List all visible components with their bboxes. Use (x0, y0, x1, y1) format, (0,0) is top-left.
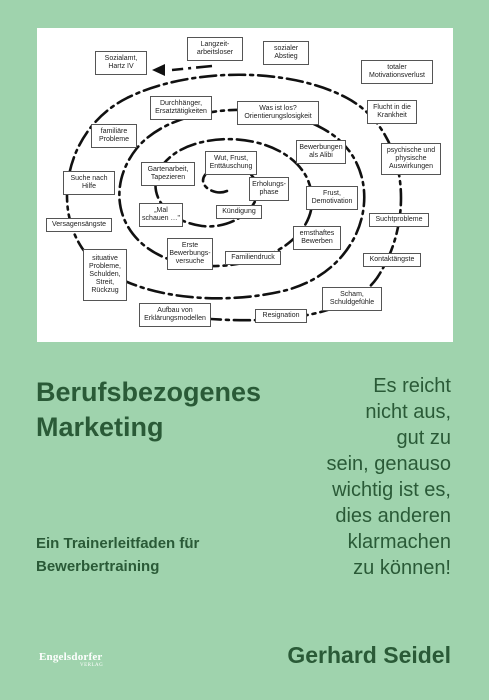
box-aufbau: Aufbau von Erklärungsmodellen (139, 303, 211, 327)
box-frust: Frust, Demotivation (306, 186, 358, 210)
box-resignation: Resignation (255, 309, 307, 323)
box-familiaere: familiäre Probleme (91, 124, 137, 148)
box-mal-schauen: „Mal schauen …" (139, 203, 183, 227)
box-langzeit: Langzeit- arbeitsloser (187, 37, 243, 61)
spiral-diagram: Sozialamt, Hartz IV Langzeit- arbeitslos… (37, 28, 453, 342)
publisher-logo-sub: VERLAG (80, 663, 104, 668)
box-psychische: psychische und physische Auswirkungen (381, 143, 441, 175)
box-suchtprobleme: Suchtprobleme (369, 213, 429, 227)
box-versagensaengste: Versagensängste (46, 218, 112, 232)
book-title: Berufsbezogenes Marketing (36, 377, 262, 442)
box-motivationsverlust: totaler Motivationsverlust (361, 60, 433, 84)
author-name: Gerhard Seidel (287, 642, 451, 668)
box-suche-hilfe: Suche nach Hilfe (63, 171, 115, 195)
box-sozialamt: Sozialamt, Hartz IV (95, 51, 147, 75)
box-kuendigung: Kündigung (216, 205, 262, 219)
box-ernsthaftes: ernsthaftes Bewerben (293, 226, 341, 250)
box-gartenarbeit: Gartenarbeit, Tapezieren (141, 162, 195, 186)
box-erste-bewerbung: Erste Bewerbungs- versuche (167, 238, 213, 270)
box-scham: Scham, Schuldgefühle (322, 287, 382, 311)
box-bewerbungen-alibi: Bewerbungen als Alibi (296, 140, 346, 164)
box-wut: Wut, Frust, Enttäuschung (205, 151, 257, 175)
box-flucht: Flucht in die Krankheit (367, 100, 417, 124)
box-was-ist-los: Was ist los? Orientierungslosigkeit (237, 101, 319, 125)
arrow-head (152, 64, 165, 76)
box-erholung: Erholungs- phase (249, 177, 289, 201)
publisher-logo: Engelsdorfer (39, 651, 103, 663)
box-kontaktaengste: Kontaktängste (363, 253, 421, 267)
box-situative: situative Probleme, Schulden, Streit, Rü… (83, 249, 127, 301)
book-subtitle: Ein Trainerleitfaden für Bewerbertrainin… (36, 535, 200, 575)
box-familiendruck: Familiendruck (225, 251, 281, 265)
box-durchhaenger: Durchhänger, Ersatztätigkeiten (150, 96, 212, 120)
cover-quote: Es reicht nicht aus, gut zu sein, genaus… (326, 375, 451, 579)
box-sozialer-abstieg: sozialer Abstieg (263, 41, 309, 65)
